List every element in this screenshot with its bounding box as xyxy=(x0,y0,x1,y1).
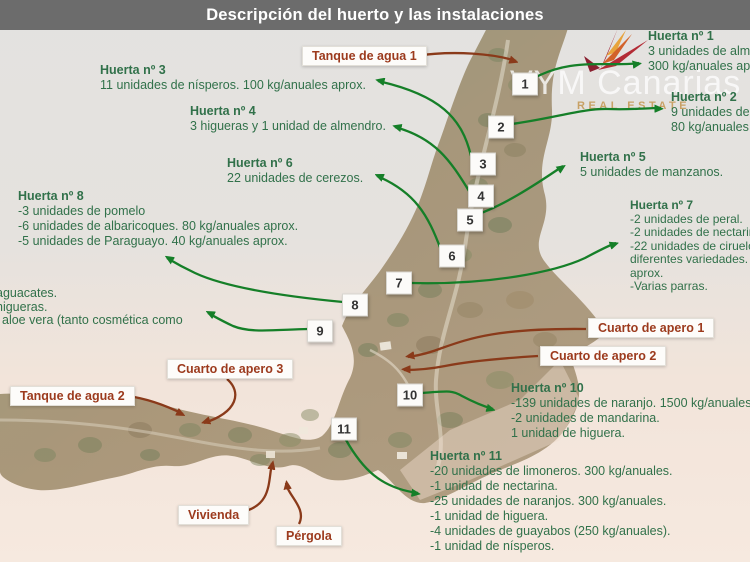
map-marker-3: 3 xyxy=(470,152,496,176)
huerta-11-label: Huerta nº 11 -20 unidades de limoneros. … xyxy=(430,449,673,553)
map-marker-7: 7 xyxy=(386,271,412,295)
map-marker-5: 5 xyxy=(457,208,483,232)
huerta-6-label: Huerta nº 6 22 unidades de cerezos. xyxy=(227,156,364,185)
huerta-7-label: Huerta nº 7 -2 unidades de peral. -2 uni… xyxy=(630,198,750,293)
huerta-4-label: Huerta nº 4 3 higueras y 1 unidad de alm… xyxy=(190,104,386,133)
tanque-agua-2-label: Tanque de agua 2 xyxy=(10,386,135,406)
cuarto-apero-3-label: Cuarto de apero 3 xyxy=(167,359,294,379)
huerta-8-label: Huerta nº 8 -3 unidades de pomelo -6 uni… xyxy=(18,189,299,248)
map-marker-4: 4 xyxy=(468,184,494,208)
map-marker-10: 10 xyxy=(397,383,423,407)
map-marker-11: 11 xyxy=(331,417,357,441)
cuarto-apero-1-label: Cuarto de apero 1 xyxy=(588,318,715,338)
vivienda-label: Vivienda xyxy=(178,505,250,525)
huerta-10-label: Huerta nº 10 -139 unidades de naranjo. 1… xyxy=(511,381,750,440)
tanque-agua-1-label: Tanque de agua 1 xyxy=(302,46,427,66)
map-marker-1: 1 xyxy=(512,72,538,96)
map-marker-2: 2 xyxy=(488,115,514,139)
huerta-1-label: Huerta nº 1 3 unidades de almendros. 300… xyxy=(648,29,750,73)
page-title: Descripción del huerto y las instalacion… xyxy=(0,0,750,30)
huerta-2-label: Huerta nº 2 9 unidades de perales. 80 kg… xyxy=(671,90,750,134)
pergola-label: Pérgola xyxy=(276,526,342,546)
map-marker-8: 8 xyxy=(342,293,368,317)
map-marker-6: 6 xyxy=(439,244,465,268)
map-marker-9: 9 xyxy=(307,319,333,343)
cuarto-apero-2-label: Cuarto de apero 2 xyxy=(540,346,667,366)
huerta-9-label: aguacates. higueras. aloe vera (tanto co… xyxy=(0,286,183,327)
huerta-3-label: Huerta nº 3 11 unidades de nísperos. 100… xyxy=(100,63,366,92)
huerta-5-label: Huerta nº 5 5 unidades de manzanos. xyxy=(580,150,724,179)
